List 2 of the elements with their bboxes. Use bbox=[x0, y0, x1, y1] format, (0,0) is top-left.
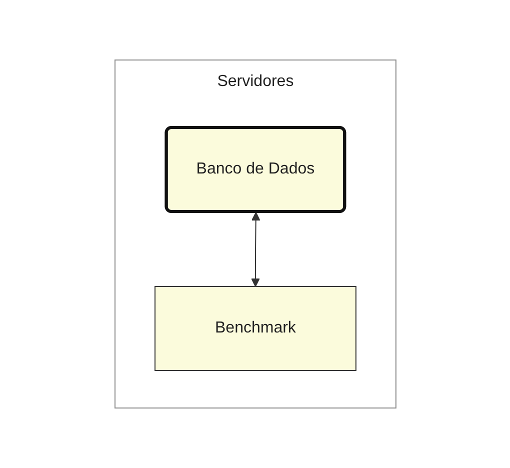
node-box: Benchmark bbox=[154, 286, 356, 371]
arrow bbox=[250, 212, 260, 287]
